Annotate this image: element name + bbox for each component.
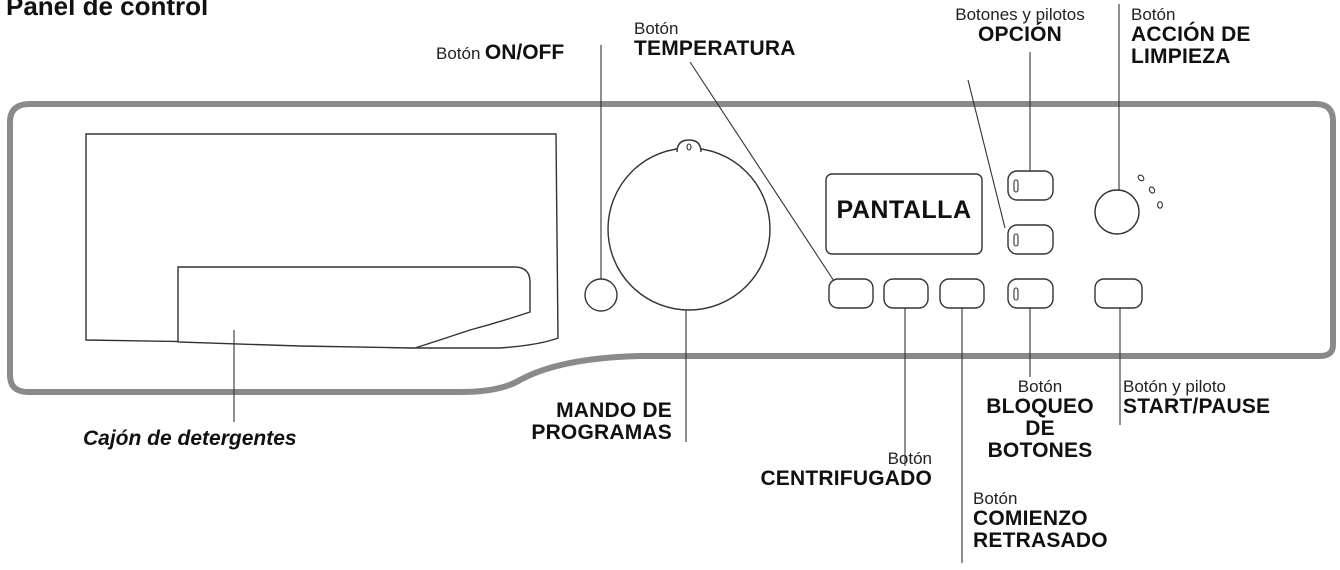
label-accion-limpieza: Botón ACCIÓN DE LIMPIEZA	[1131, 5, 1251, 68]
cleaning-action-knob	[1094, 189, 1140, 235]
label-opcion: Botones y pilotos OPCIÓN	[955, 5, 1085, 46]
label-comienzo: Botón COMIENZO RETRASADO	[973, 489, 1108, 552]
display-label: PANTALLA	[836, 196, 972, 224]
on-off-button	[584, 278, 618, 312]
option-button-2	[1007, 224, 1054, 255]
leader-opcion	[967, 79, 1006, 229]
label-mando: MANDO DE PROGRAMAS	[531, 399, 672, 445]
drawer-handle	[177, 266, 531, 349]
spin-button	[883, 278, 929, 309]
display-screen	[825, 173, 983, 255]
leader-temperatura	[689, 61, 835, 282]
option-button-1	[1007, 170, 1054, 201]
button-lock-button	[1007, 278, 1054, 309]
delay-start-button	[939, 278, 985, 309]
label-start-pause: Botón y piloto START/PAUSE	[1123, 377, 1271, 418]
dial-notch	[676, 139, 702, 153]
label-cajon: Cajón de detergentes	[83, 427, 297, 450]
label-on-off: Botón ON/OFF	[436, 41, 565, 64]
page-title: Panel de control	[6, 0, 209, 21]
temperature-button	[828, 278, 874, 309]
program-dial	[607, 147, 771, 311]
start-pause-button	[1094, 278, 1143, 309]
label-centrifugado: Botón CENTRIFUGADO	[760, 449, 932, 490]
label-bloqueo: Botón BLOQUEO DE BOTONES	[986, 377, 1094, 462]
label-temperatura: Botón TEMPERATURA	[634, 19, 796, 60]
